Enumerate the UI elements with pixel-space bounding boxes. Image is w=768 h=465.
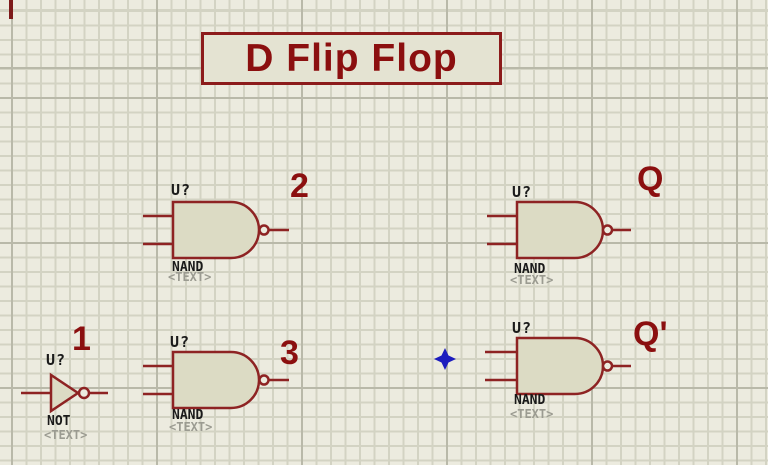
nandqbar-text-placeholder[interactable]: <TEXT> [510, 407, 554, 421]
nand2-gate-body[interactable] [171, 200, 261, 260]
sheet-border-mark [9, 0, 13, 19]
nandq-type-label: NAND [514, 262, 546, 277]
nandqbar-gate-body[interactable] [515, 336, 605, 396]
nand-gate-symbol-q[interactable] [487, 200, 631, 260]
not-gate-symbol[interactable] [21, 372, 108, 414]
annotation-label-1[interactable]: 1 [72, 320, 91, 358]
annotation-label-2[interactable]: 2 [290, 167, 309, 205]
annotation-label-q[interactable]: Q [637, 160, 664, 198]
nand-gate-symbol-3[interactable] [143, 350, 289, 410]
origin-marker-icon [434, 348, 456, 370]
nand2-text-placeholder[interactable]: <TEXT> [168, 270, 212, 284]
not-inversion-bubble [77, 386, 91, 400]
nand2-inversion-bubble [258, 224, 270, 236]
nand3-ref-label[interactable]: U? [170, 333, 191, 351]
nand-gate-symbol-qbar[interactable] [485, 336, 631, 396]
nandq-inversion-bubble [601, 224, 614, 236]
nandqbar-type-label: NAND [514, 393, 546, 408]
annotation-label-3[interactable]: 3 [280, 334, 299, 372]
nand-gate-symbol-2[interactable] [143, 200, 289, 260]
nandqbar-inversion-bubble [601, 360, 614, 372]
not-text-placeholder[interactable]: <TEXT> [44, 428, 88, 442]
not-ref-label[interactable]: U? [46, 351, 67, 369]
title-text: D Flip Flop [245, 37, 458, 80]
nand3-inversion-bubble [258, 374, 270, 386]
nandq-ref-label[interactable]: U? [512, 183, 533, 201]
not-gate-body[interactable] [49, 372, 81, 414]
title-block[interactable]: D Flip Flop [201, 32, 502, 85]
not-type-label: NOT [47, 414, 71, 429]
nandqbar-ref-label[interactable]: U? [512, 319, 533, 337]
nand2-ref-label[interactable]: U? [171, 181, 192, 199]
annotation-label-qbar[interactable]: Q' [633, 315, 668, 353]
nand2-type-label: NAND [172, 260, 204, 275]
nandq-text-placeholder[interactable]: <TEXT> [510, 273, 554, 287]
nand3-type-label: NAND [172, 408, 204, 423]
nand3-text-placeholder[interactable]: <TEXT> [169, 420, 213, 434]
nandq-gate-body[interactable] [515, 200, 605, 260]
nand3-gate-body[interactable] [171, 350, 261, 410]
